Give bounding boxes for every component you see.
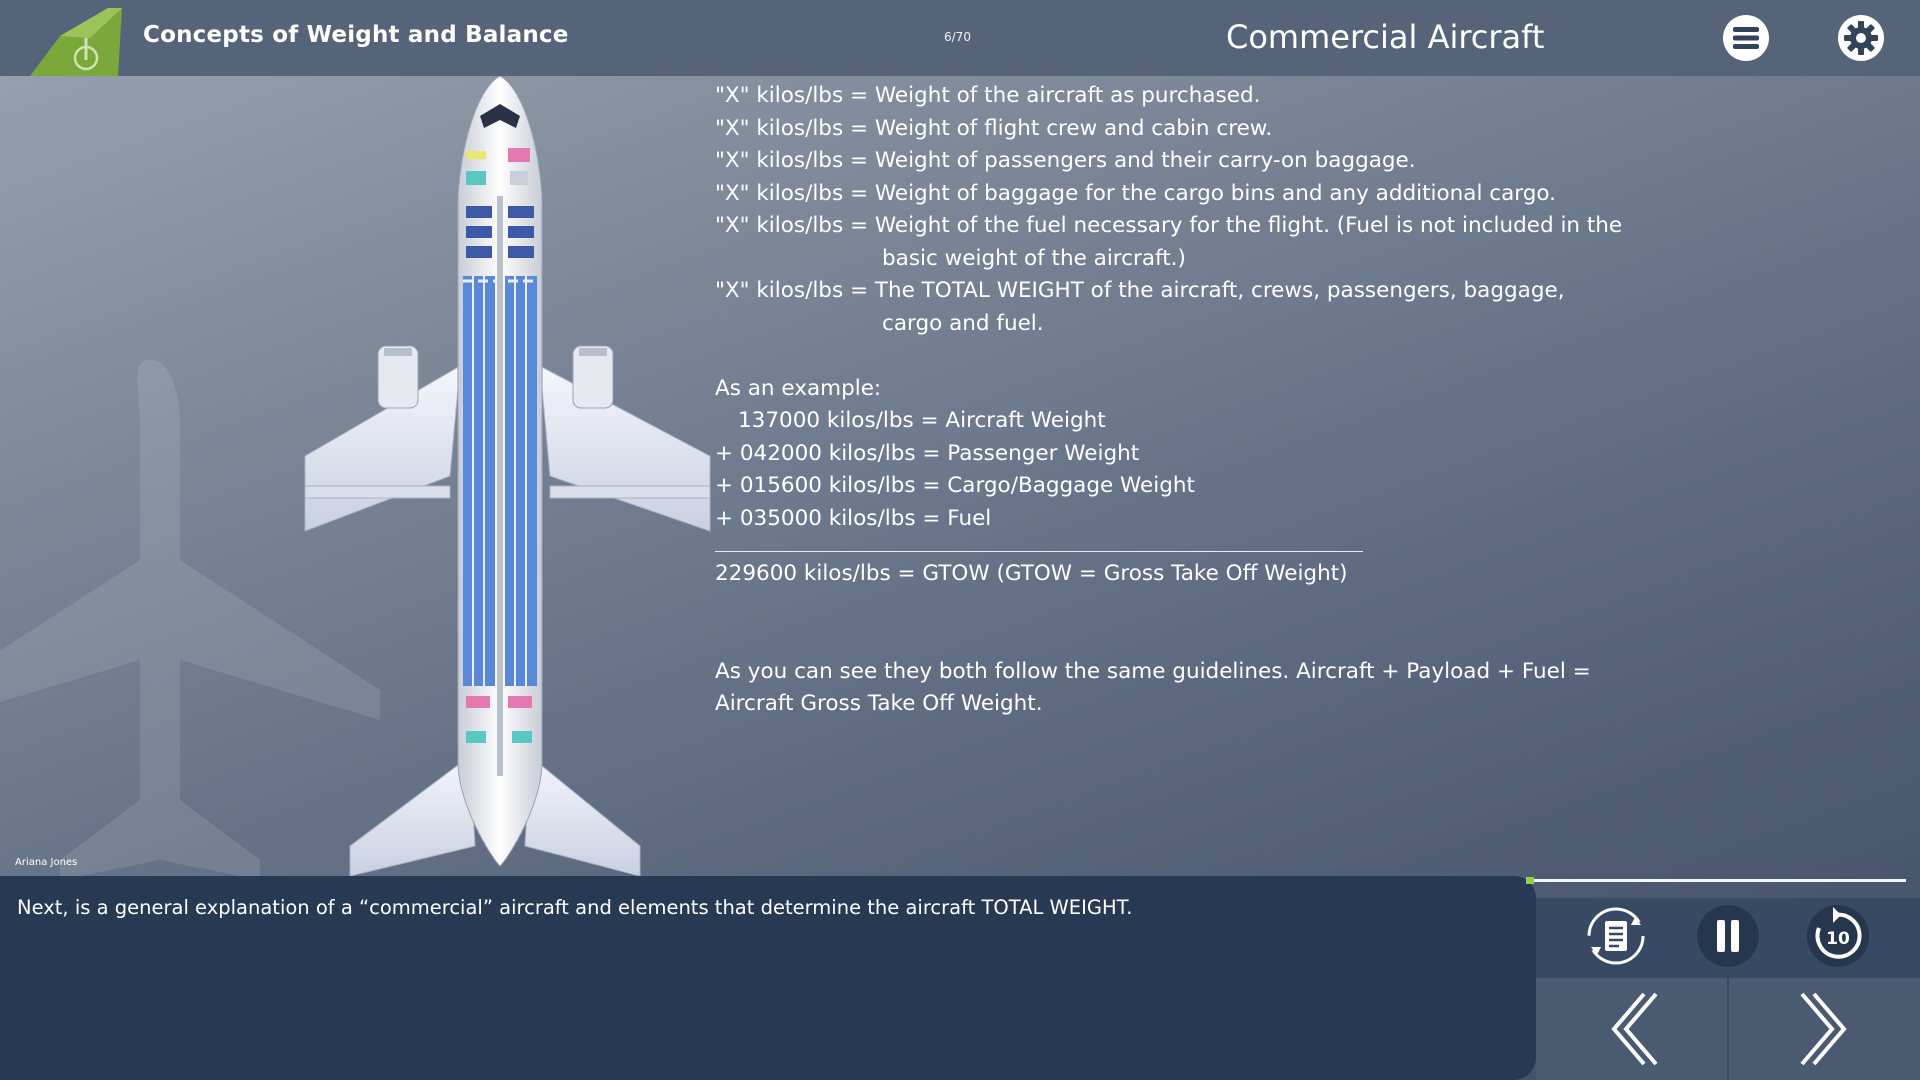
definition-crew-weight: "X" kilos/lbs = Weight of flight crew an… bbox=[715, 115, 1273, 141]
hamburger-menu-icon bbox=[1733, 27, 1759, 49]
example-line-cargo: + 015600 kilos/lbs = Cargo/Baggage Weigh… bbox=[715, 473, 1195, 498]
definition-total-weight: "X" kilos/lbs = The TOTAL WEIGHT of the … bbox=[715, 278, 1565, 303]
top-bar: Concepts of Weight and Balance 6/70 Comm… bbox=[0, 0, 1920, 76]
course-logo-icon bbox=[30, 8, 122, 76]
presenter-name: Ariana Jones bbox=[15, 857, 78, 868]
page-counter: 6/70 bbox=[944, 30, 971, 44]
course-title: Concepts of Weight and Balance bbox=[143, 22, 569, 48]
definition-passenger-weight: "X" kilos/lbs = Weight of passengers and… bbox=[715, 148, 1416, 173]
progress-bar[interactable] bbox=[1526, 877, 1906, 884]
transcript-icon[interactable] bbox=[1583, 903, 1649, 969]
definition-cargo-weight: "X" kilos/lbs = Weight of baggage for th… bbox=[715, 180, 1556, 206]
slide-title: Commercial Aircraft bbox=[1226, 18, 1545, 56]
definition-fuel-weight: "X" kilos/lbs = Weight of the fuel neces… bbox=[715, 213, 1623, 238]
replay-seconds-label: 10 bbox=[1826, 929, 1850, 949]
summary-line-2: Aircraft Gross Take Off Weight. bbox=[715, 691, 1043, 716]
example-line-fuel: + 035000 kilos/lbs = Fuel bbox=[715, 505, 992, 531]
definition-aircraft-weight: "X" kilos/lbs = Weight of the aircraft a… bbox=[715, 83, 1261, 108]
nav-divider bbox=[1727, 978, 1729, 1080]
caption-panel: Next, is a general explanation of a “com… bbox=[0, 876, 1536, 1080]
example-total: 229600 kilos/lbs = GTOW (GTOW = Gross Ta… bbox=[715, 561, 1348, 586]
replay-10-icon[interactable]: 10 bbox=[1805, 903, 1871, 969]
settings-button[interactable] bbox=[1838, 15, 1884, 61]
caption-text: Next, is a general explanation of a “com… bbox=[17, 896, 1133, 919]
gear-icon bbox=[1844, 21, 1878, 55]
pause-icon[interactable] bbox=[1695, 903, 1761, 969]
progress-fill bbox=[1526, 877, 1534, 884]
sum-divider bbox=[715, 551, 1363, 552]
example-line-passenger: + 042000 kilos/lbs = Passenger Weight bbox=[715, 440, 1140, 466]
example-line-aircraft: 137000 kilos/lbs = Aircraft Weight bbox=[738, 408, 1106, 433]
summary-line-1: As you can see they both follow the same… bbox=[715, 658, 1591, 684]
background-plane-icon bbox=[0, 360, 380, 880]
menu-button[interactable] bbox=[1723, 15, 1769, 61]
chevron-left-icon[interactable] bbox=[1606, 988, 1666, 1070]
example-heading: As an example: bbox=[715, 375, 882, 401]
aircraft-top-view-image bbox=[304, 76, 711, 876]
definition-total-weight-continued: cargo and fuel. bbox=[882, 310, 1044, 336]
definition-fuel-weight-continued: basic weight of the aircraft.) bbox=[882, 245, 1186, 271]
navigation-controls bbox=[1536, 978, 1920, 1080]
slide-content: "X" kilos/lbs = Weight of the aircraft a… bbox=[715, 80, 1675, 721]
chevron-right-icon[interactable] bbox=[1792, 988, 1852, 1070]
playback-controls: 10 bbox=[1536, 898, 1920, 978]
